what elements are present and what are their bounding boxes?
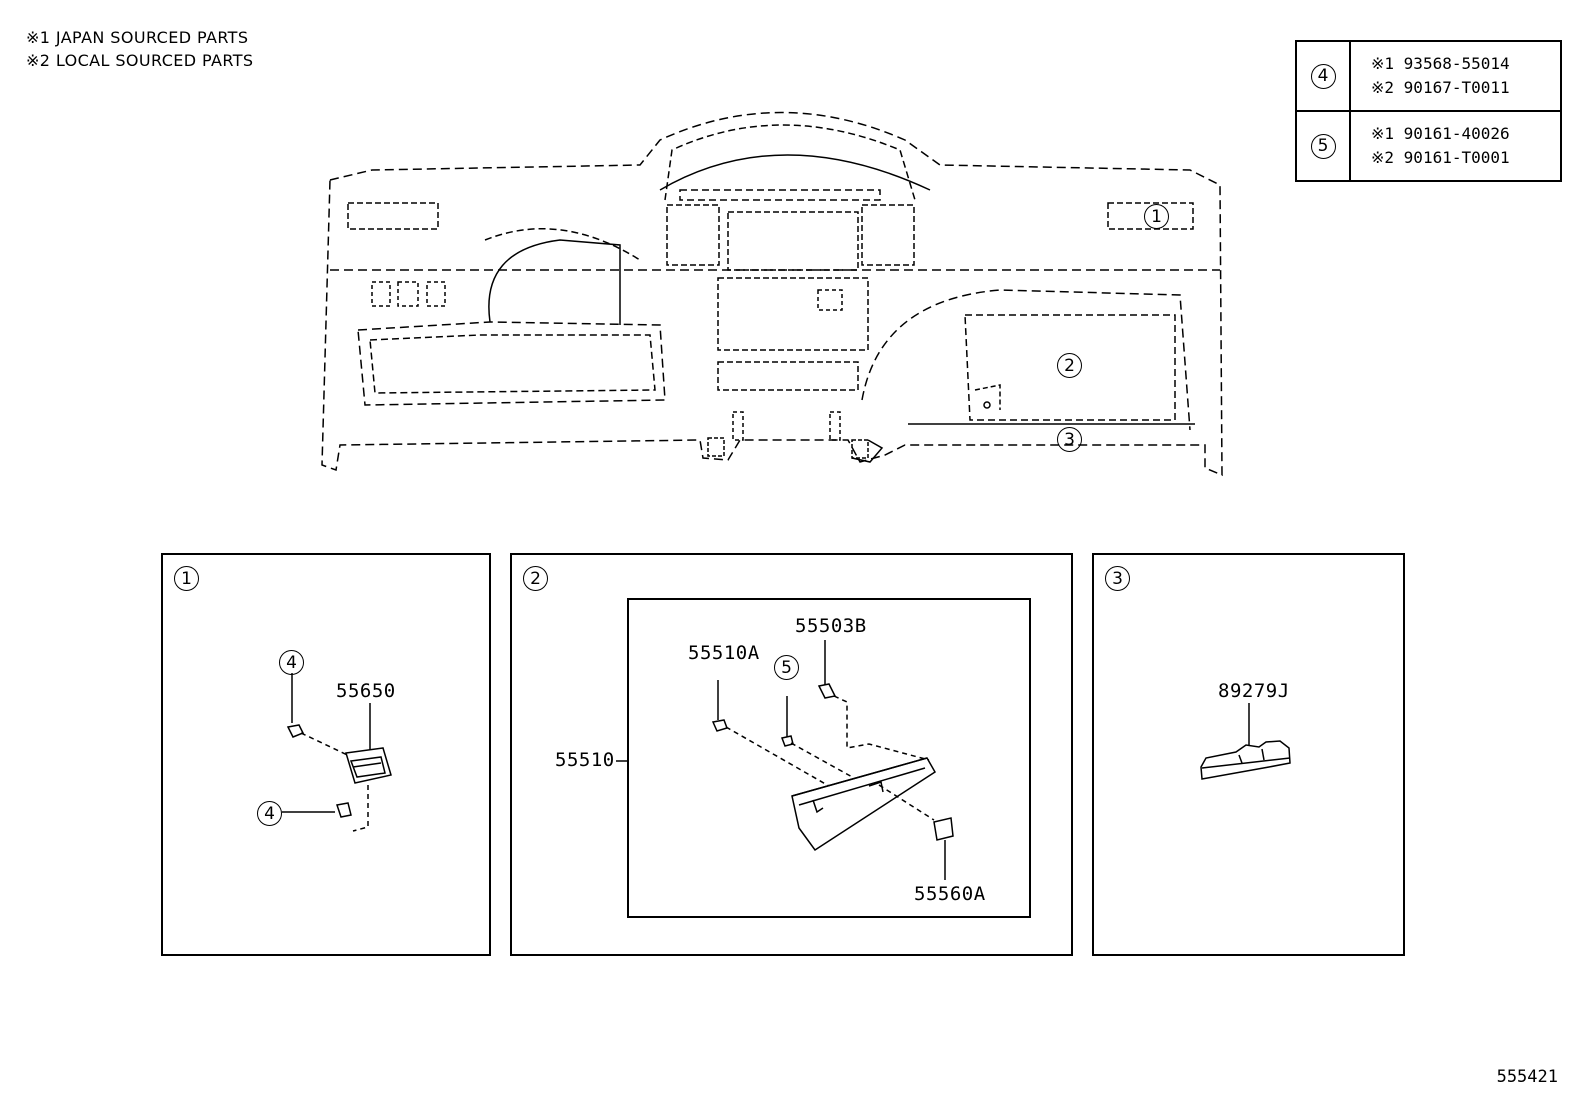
ref-callout-4: 4 [1310, 63, 1336, 89]
detail-panel-1: 1 4 4 55650 [161, 553, 491, 956]
source-notes: ※1 JAPAN SOURCED PARTS ※2 LOCAL SOURCED … [26, 26, 253, 72]
ref-4-japan-part: ※1 93568-55014 [1371, 54, 1510, 73]
part-55650-label: 55650 [336, 680, 396, 702]
glove-box-assembly-drawing [616, 760, 627, 762]
detail-panel-3: 3 89279J [1092, 553, 1405, 956]
panel-1-callout-4-top: 4 [279, 650, 304, 675]
overview-callout-2: 2 [1057, 353, 1082, 378]
ref-5-local-part: ※2 90161-T0001 [1371, 148, 1510, 167]
lower-trim-piece-drawing [1200, 703, 1291, 780]
panel-3-tag: 3 [1105, 566, 1130, 591]
glove-box-subassembly-drawing [711, 640, 954, 880]
ref-row-4: 4 ※1 93568-55014 ※2 90167-T0011 [1295, 40, 1562, 112]
note-local-sourced: ※2 LOCAL SOURCED PARTS [26, 51, 254, 70]
overview-callout-3: 3 [1057, 427, 1082, 452]
ref-5-japan-part: ※1 90161-40026 [1371, 124, 1510, 143]
fastener-reference-table: 4 ※1 93568-55014 ※2 90167-T0011 5 ※1 901… [1295, 40, 1562, 182]
overview-callout-1: 1 [1144, 204, 1169, 229]
part-55510-label: 55510 [555, 749, 615, 771]
glove-box-subassembly-frame: 5 55510A 55503B 55560A [627, 598, 1031, 918]
panel-1-tag: 1 [174, 566, 199, 591]
figure-number: 555421 [1496, 1067, 1558, 1087]
part-55503B-label: 55503B [795, 615, 867, 637]
outer-trim-vent-drawing [282, 673, 392, 832]
part-55560A-label: 55560A [914, 883, 986, 905]
part-89279J-label: 89279J [1218, 680, 1290, 702]
ref-4-local-part: ※2 90167-T0011 [1371, 78, 1510, 97]
ref-callout-5: 5 [1310, 133, 1336, 159]
ref-row-5: 5 ※1 90161-40026 ※2 90161-T0001 [1295, 110, 1562, 182]
part-55510A-label: 55510A [688, 642, 760, 664]
panel-1-callout-4-bottom: 4 [257, 801, 282, 826]
detail-panel-2: 2 55510 5 55510A 55503B 55560A [510, 553, 1073, 956]
panel-2-callout-5: 5 [774, 655, 799, 680]
panel-2-tag: 2 [523, 566, 548, 591]
note-japan-sourced: ※1 JAPAN SOURCED PARTS [26, 28, 249, 47]
